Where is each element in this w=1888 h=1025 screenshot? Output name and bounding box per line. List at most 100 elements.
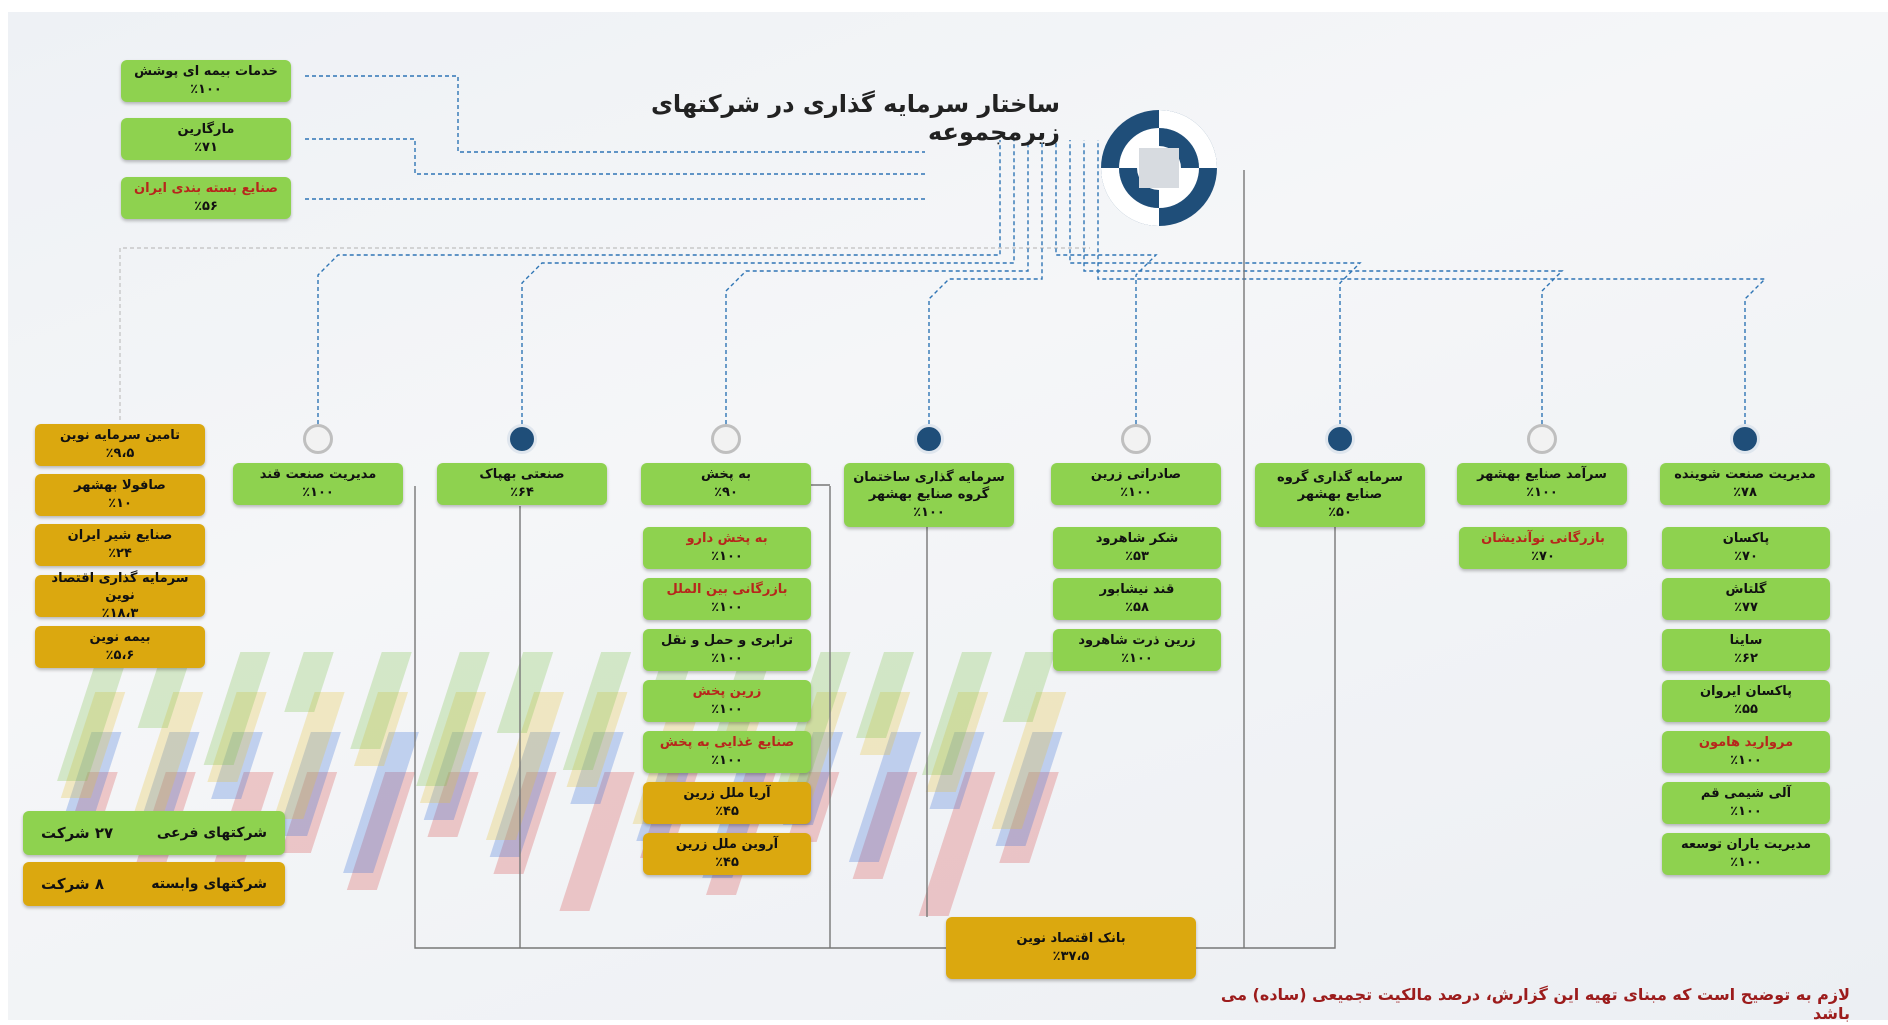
parent-company-box: به پخش٪۹۰ [641, 463, 811, 505]
top-left-company-box: خدمات بیمه ای پوشش٪۱۰۰ [121, 60, 291, 102]
company-name: مدیریت یاران توسعه [1680, 837, 1812, 853]
ownership-percent: ٪۵،۶ [105, 648, 135, 663]
connector-line [1083, 140, 1564, 424]
footnote: لازم به توضیح است که مبنای تهیه این گزار… [1220, 985, 1850, 1023]
company-name: بازرگانی نوآندیشان [1481, 531, 1605, 547]
company-name: مدیریت صنعت قند [259, 467, 377, 483]
company-name: قند نیشابور [1099, 582, 1175, 598]
legend-subsidiaries: شرکتهای فرعی ۲۷ شرکت [23, 811, 285, 855]
associate-company-box: سرمایه گذاری اقتصاد نوین٪۱۸،۳ [35, 571, 205, 621]
company-name: مروارید هامون [1698, 735, 1794, 751]
connector-line [521, 140, 1015, 424]
company-name: به پخش دارو [686, 531, 768, 547]
column-node-dot [711, 424, 741, 454]
ownership-percent: ٪۹،۵ [105, 446, 135, 461]
associate-company-box: صنایع شیر ایران ٪۲۴ [35, 524, 205, 566]
subsidiary-company-box: زرین ذرت شاهرود٪۱۰۰ [1053, 629, 1221, 671]
subsidiary-company-box: آلی شیمی قم٪۱۰۰ [1662, 782, 1830, 824]
company-name: بانک اقتصاد نوین [1016, 931, 1126, 947]
company-name: مارگارین [177, 122, 235, 138]
column-node-dot [1325, 424, 1355, 454]
associate-company-box: صافولا بهشهر٪۱۰ [35, 474, 205, 516]
parent-company-box: سرآمد صنایع بهشهر٪۱۰۰ [1457, 463, 1627, 505]
company-name: سرمایه گذاری ساختمان گروه صنایع بهشهر [853, 469, 1005, 503]
ownership-percent: ٪۱۰۰ [1730, 855, 1762, 870]
company-name: بیمه نوین [89, 630, 151, 646]
ownership-percent: ٪۱۰ [108, 496, 132, 511]
ownership-percent: ٪۲۴ [108, 546, 132, 561]
associate-company-box: تامین سرمایه نوین ٪۹،۵ [35, 424, 205, 466]
company-name: به پخش [701, 467, 751, 483]
ownership-percent: ٪۷۸ [1733, 485, 1757, 500]
company-name: آروین ملل زرین [675, 837, 779, 853]
company-logo-icon [1101, 110, 1217, 226]
column-node-dot [507, 424, 537, 454]
ownership-percent: ٪۵۸ [1125, 600, 1149, 615]
company-name: صنایع شیر ایران [67, 528, 173, 544]
parent-company-box: صادراتی زرین ٪۱۰۰ [1051, 463, 1221, 505]
ownership-percent: ٪۵۶ [194, 199, 218, 214]
connector-line [414, 486, 946, 949]
legend-associates-count: ۸ شرکت [41, 875, 105, 893]
bank-box: بانک اقتصاد نوین ٪۳۷،۵ [946, 917, 1196, 979]
subsidiary-company-box: بازرگانی نوآندیشان٪۷۰ [1459, 527, 1627, 569]
top-left-company-box: مارگارین٪۷۱ [121, 118, 291, 160]
ownership-percent: ٪۵۰ [1328, 504, 1352, 520]
subsidiary-company-box: آروین ملل زرین ٪۴۵ [643, 833, 811, 875]
subsidiary-company-box: گلتاش ٪۷۷ [1662, 578, 1830, 620]
legend-subsidiaries-label: شرکتهای فرعی [156, 825, 267, 841]
ownership-percent: ٪۱۰۰ [711, 651, 743, 666]
legend-associates: شرکتهای وابسته ۸ شرکت [23, 862, 285, 906]
ownership-percent: ٪۵۵ [1734, 702, 1758, 717]
ownership-percent: ٪۱۰۰ [711, 600, 743, 615]
company-name: صنعتی بهپاک [479, 467, 565, 483]
subsidiary-company-box: ساینا ٪۶۲ [1662, 629, 1830, 671]
company-name: تامین سرمایه نوین [59, 428, 181, 444]
company-name: گلتاش [1725, 582, 1767, 598]
ownership-percent: ٪۷۷ [1734, 600, 1758, 615]
page-title: ساختار سرمایه گذاری در شرکتهای زیرمجموعه [650, 90, 1060, 146]
connector-line [1196, 527, 1336, 949]
ownership-percent: ٪۴۵ [715, 855, 739, 870]
connector-line [725, 140, 1029, 424]
ownership-percent: ٪۳۷،۵ [1052, 949, 1090, 964]
company-name: آریا ملل زرین [683, 786, 771, 802]
company-name: زرین ذرت شاهرود [1078, 633, 1196, 649]
company-name: شکر شاهرود [1095, 531, 1179, 547]
associate-company-box: بیمه نوین ٪۵،۶ [35, 626, 205, 668]
ownership-percent: ٪۶۲ [1734, 651, 1758, 666]
connector-line [1055, 140, 1158, 424]
company-name: ساینا [1729, 633, 1763, 649]
company-name: صنایع غذایی به پخش [659, 735, 795, 751]
company-name: زرین پخش [692, 684, 762, 700]
connector-line [305, 75, 925, 153]
ownership-percent: ٪۱۸،۳ [101, 605, 139, 621]
subsidiary-company-box: صنایع غذایی به پخش ٪۱۰۰ [643, 731, 811, 773]
ownership-percent: ٪۱۰۰ [711, 753, 743, 768]
ownership-percent: ٪۱۰۰ [711, 549, 743, 564]
subsidiary-company-box: ترابری و حمل و نقل ٪۱۰۰ [643, 629, 811, 671]
company-name: سرمایه گذاری گروه صنایع بهشهر [1277, 469, 1403, 503]
parent-company-box: مدیریت صنعت شوینده٪۷۸ [1660, 463, 1830, 505]
column-node-dot [1527, 424, 1557, 454]
company-name: صادراتی زرین [1090, 467, 1182, 483]
parent-company-box: صنعتی بهپاک٪۶۴ [437, 463, 607, 505]
ownership-percent: ٪۱۰۰ [1120, 485, 1152, 500]
ownership-percent: ٪۱۰۰ [913, 504, 945, 520]
subsidiary-company-box: پاکسان٪۷۰ [1662, 527, 1830, 569]
company-name: ترابری و حمل و نقل [660, 633, 794, 649]
ownership-percent: ٪۵۳ [1125, 549, 1149, 564]
ownership-percent: ٪۱۰۰ [302, 485, 334, 500]
ownership-percent: ٪۴۵ [715, 804, 739, 819]
company-name: خدمات بیمه ای پوشش [134, 64, 278, 80]
connector-line [1069, 140, 1362, 424]
company-name: آلی شیمی قم [1700, 786, 1792, 802]
subsidiary-company-box: بازرگانی بین الملل٪۱۰۰ [643, 578, 811, 620]
connector-line [305, 138, 925, 175]
connector-line [119, 247, 1090, 420]
subsidiary-company-box: شکر شاهرود ٪۵۳ [1053, 527, 1221, 569]
subsidiary-company-box: زرین پخش٪۱۰۰ [643, 680, 811, 722]
ownership-percent: ٪۱۰۰ [1730, 753, 1762, 768]
subsidiary-company-box: مدیریت یاران توسعه ٪۱۰۰ [1662, 833, 1830, 875]
